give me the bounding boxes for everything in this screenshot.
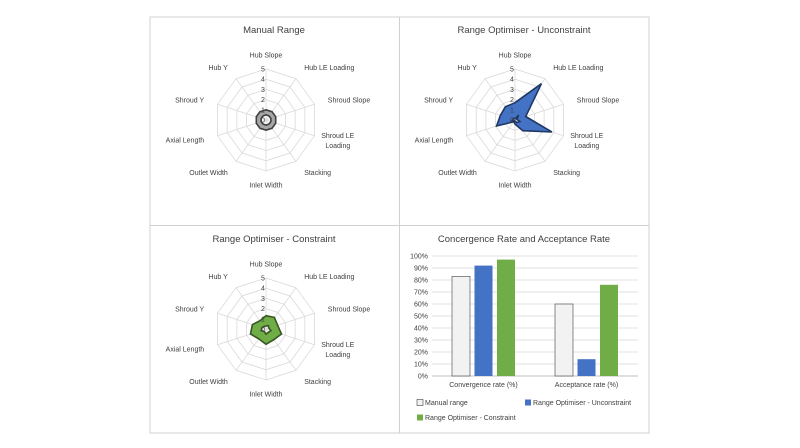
axis-label-line: Shroud LE (570, 133, 603, 140)
axis-label-inlet-width: Inlet Width (498, 183, 531, 190)
bar-range-optimiser-unconstraint (577, 359, 596, 376)
chart-title: Range Optimiser - Unconstraint (457, 25, 590, 36)
axis-label-shroud-slope: Shroud Slope (328, 306, 371, 313)
axis-label-shroud-le-loading: Shroud LE Loading (321, 133, 354, 150)
radial-tick-label: 0 (510, 118, 514, 125)
axis-label-axial-length: Axial Length (166, 347, 205, 354)
axis-label-line: Loading (574, 143, 599, 150)
axis-label-shroud-le-loading: Shroud LE Loading (570, 133, 603, 150)
radial-tick-label: 1 (261, 107, 265, 114)
radial-tick-label: 3 (510, 87, 514, 94)
y-tick-label: 60% (414, 302, 428, 309)
axis-label-stacking: Stacking (304, 379, 331, 386)
axis-label-shroud-y: Shroud Y (175, 306, 204, 313)
axis-label-hub-le-loading: Hub LE Loading (304, 65, 354, 72)
series-area (255, 108, 277, 132)
axis-label-outlet-width: Outlet Width (438, 170, 477, 177)
y-tick-label: 80% (414, 278, 428, 285)
axis-label-line: Shroud LE (321, 342, 354, 349)
chart-title: Concergence Rate and Acceptance Rate (438, 234, 610, 245)
axis-label-line: Loading (325, 143, 350, 150)
axis-label-inlet-width: Inlet Width (249, 183, 282, 190)
bar-range-optimiser-constraint (497, 259, 515, 376)
legend-label-range-optimiser-unconstraint: Range Optimiser - Unconstraint (533, 400, 631, 407)
bar-range-optimiser-unconstraint (474, 265, 493, 376)
radar-chart-range-optimiser-unconstraint: Range Optimiser - Unconstraint 0 1 2 3 4 5 Hub… (415, 25, 620, 190)
y-tick-label: 0% (418, 374, 428, 381)
legend-label-range-optimiser-constraint: Range Optimiser - Constraint (425, 415, 516, 422)
series-area (249, 314, 283, 346)
x-tick-label: Convergence rate (%) (449, 382, 517, 389)
panel-borders (149, 16, 650, 434)
bar-manual-range (451, 276, 471, 377)
axis-label-hub-y: Hub Y (208, 65, 228, 72)
y-tick-label: 30% (414, 338, 428, 345)
series-area (495, 83, 553, 133)
legend-swatch-range-optimiser-constraint (417, 414, 423, 421)
axis-label-shroud-y: Shroud Y (175, 97, 204, 104)
y-tick-label: 70% (414, 290, 428, 297)
axis-label-hub-slope: Hub Slope (499, 53, 532, 60)
radial-tick-label: 0 (261, 327, 265, 334)
axis-label-axial-length: Axial Length (166, 138, 205, 145)
axis-label-line: Shroud LE (321, 133, 354, 140)
axis-label-stacking: Stacking (553, 170, 580, 177)
bar-chart-convergence-acceptance: Concergence Rate and Acceptance Rate 0% 1… (410, 234, 638, 422)
radial-tick-label: 5 (261, 67, 265, 74)
radial-tick-label: 2 (261, 306, 265, 313)
radial-tick-label: 2 (510, 97, 514, 104)
radial-tick-label: 5 (510, 67, 514, 74)
axis-label-hub-y: Hub Y (457, 65, 477, 72)
axis-spoke (484, 119, 516, 162)
radial-tick-label: 1 (261, 316, 265, 323)
bar-range-optimiser-constraint (600, 284, 618, 376)
legend-swatch-range-optimiser-unconstraint (525, 399, 531, 406)
radial-tick-label: 4 (261, 77, 265, 84)
radial-tick-label: 3 (261, 296, 265, 303)
chart-title: Manual Range (243, 25, 305, 36)
bar-manual-range (554, 303, 574, 377)
axis-label-hub-slope: Hub Slope (250, 53, 283, 60)
radial-tick-label: 2 (261, 97, 265, 104)
legend-label-manual-range: Manual range (425, 400, 468, 407)
axis-label-shroud-slope: Shroud Slope (577, 97, 620, 104)
axis-label-shroud-slope: Shroud Slope (328, 97, 371, 104)
legend-swatch-manual-range (416, 399, 424, 406)
axis-label-outlet-width: Outlet Width (189, 170, 228, 177)
axis-label-hub-le-loading: Hub LE Loading (553, 65, 603, 72)
radial-tick-label: 3 (261, 87, 265, 94)
axis-label-outlet-width: Outlet Width (189, 379, 228, 386)
y-tick-label: 90% (414, 266, 428, 273)
axis-label-line: Loading (325, 352, 350, 359)
radial-tick-label: 5 (261, 276, 265, 283)
x-tick-label: Acceptance rate (%) (555, 382, 618, 389)
y-tick-label: 10% (414, 362, 428, 369)
axis-label-hub-y: Hub Y (208, 274, 228, 281)
y-tick-label: 100% (410, 254, 428, 261)
axis-label-axial-length: Axial Length (415, 138, 454, 145)
y-tick-label: 20% (414, 350, 428, 357)
axis-label-inlet-width: Inlet Width (249, 392, 282, 399)
radial-tick-label: 0 (261, 118, 265, 125)
axis-label-hub-slope: Hub Slope (250, 262, 283, 269)
axis-label-stacking: Stacking (304, 170, 331, 177)
y-tick-label: 40% (414, 326, 428, 333)
axis-label-shroud-y: Shroud Y (424, 97, 453, 104)
y-tick-label: 50% (414, 314, 428, 321)
radial-tick-label: 4 (261, 286, 265, 293)
radar-chart-range-optimiser-constraint: Range Optimiser - Constraint 0 1 2 3 4 5 Hub S… (166, 234, 371, 399)
axis-label-shroud-le-loading: Shroud LE Loading (321, 342, 354, 359)
chart-title: Range Optimiser - Constraint (212, 234, 335, 245)
radial-tick-label: 1 (510, 107, 514, 114)
radial-tick-label: 4 (510, 77, 514, 84)
axis-label-hub-le-loading: Hub LE Loading (304, 274, 354, 281)
